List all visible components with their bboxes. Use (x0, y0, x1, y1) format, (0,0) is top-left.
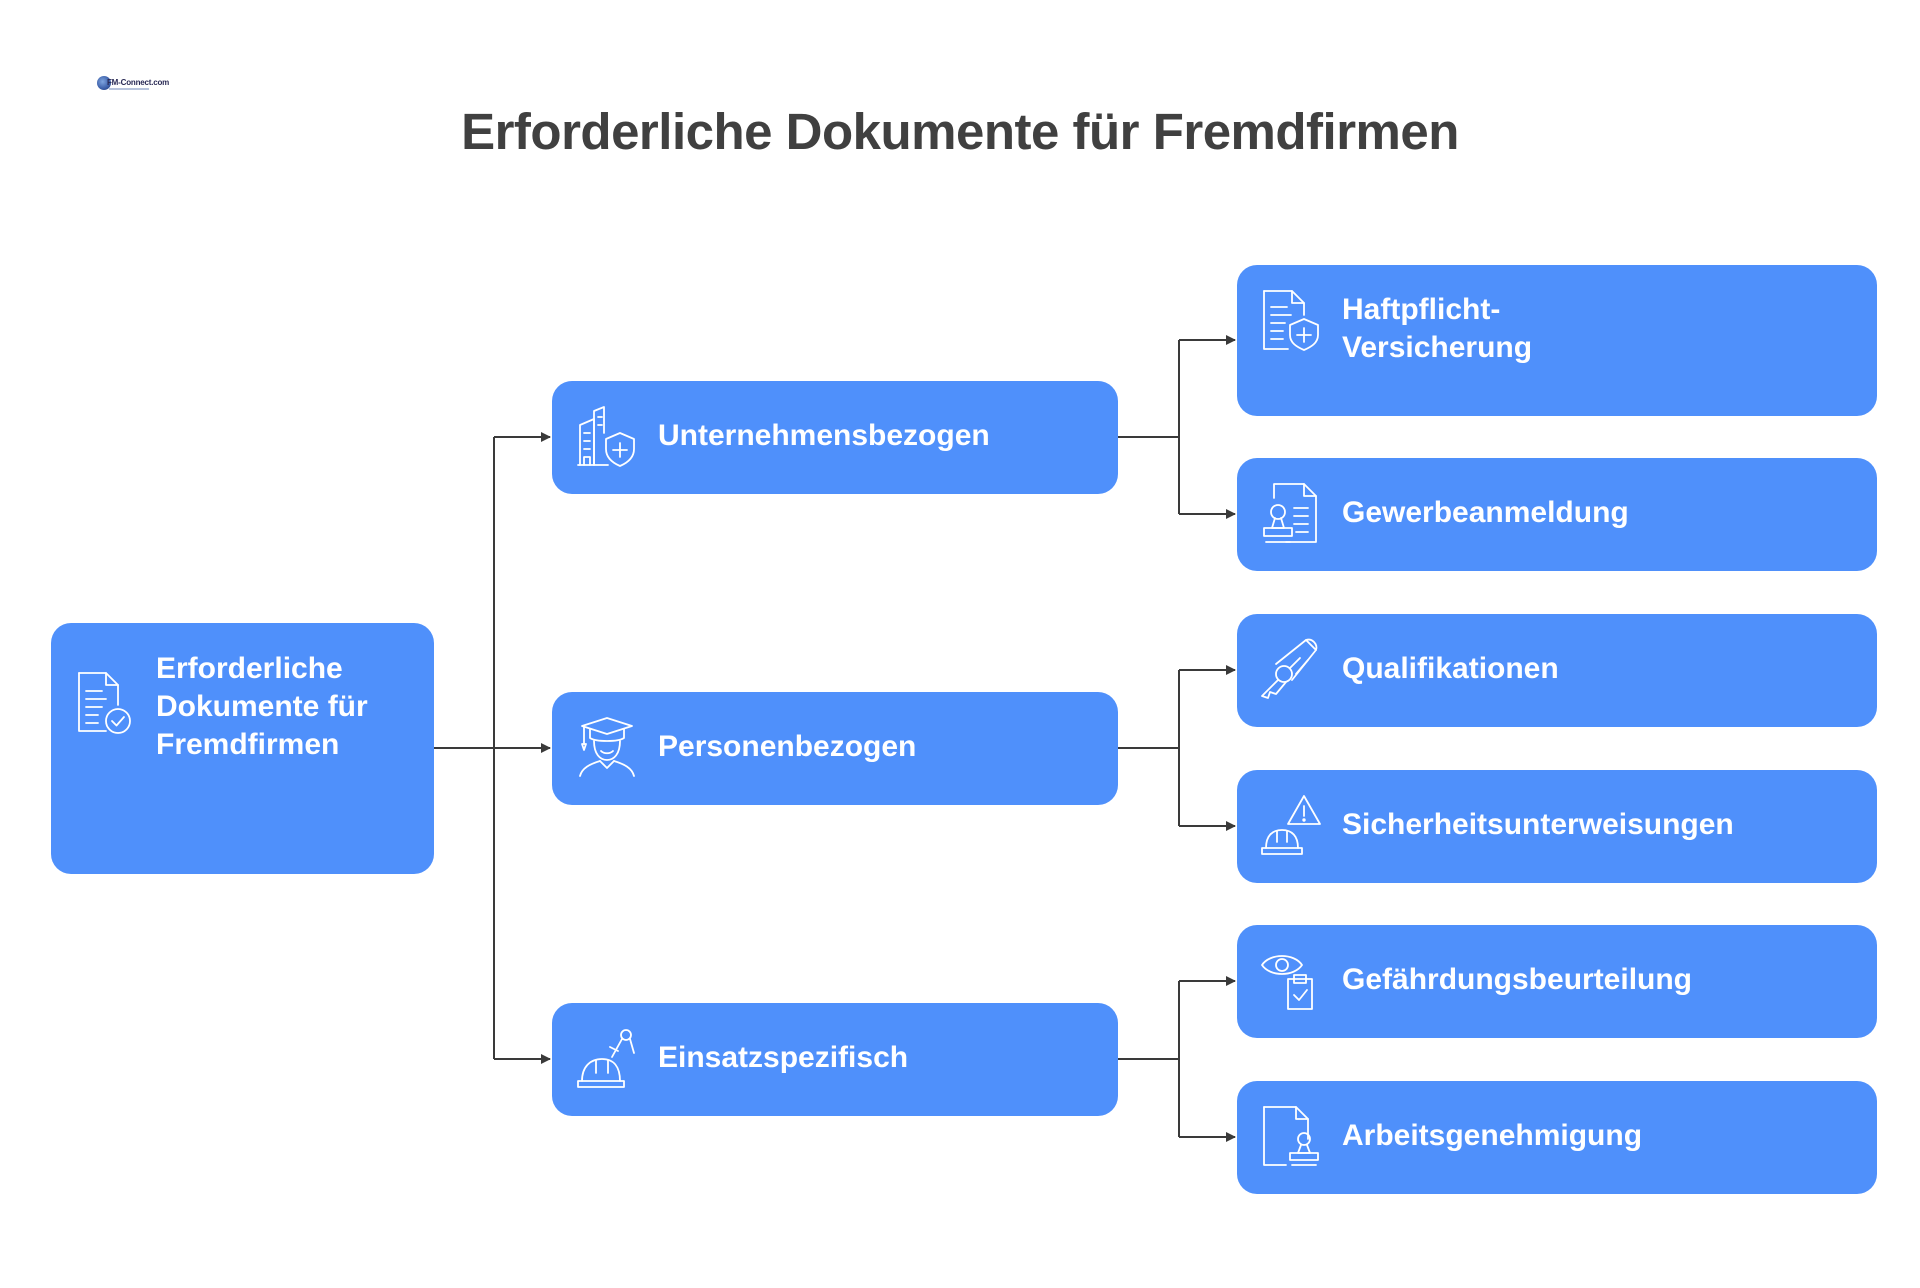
root-node: Erforderliche Dokumente für Fremdfirmen (51, 623, 434, 874)
category-node-personenbezogen: Personenbezogen (552, 692, 1118, 805)
leaf-label: Haftpflicht-Versicherung (1342, 293, 1533, 364)
category-node-unternehmensbezogen: Unternehmensbezogen (552, 381, 1118, 494)
leaf-node-sicherheitsunterweisungen: Sicherheitsunterweisungen (1237, 770, 1877, 883)
graduate-person-icon (574, 714, 640, 780)
logo-text: FM-Connect.com (107, 78, 170, 87)
logo-mark (97, 76, 111, 90)
eye-clipboard-icon (1258, 947, 1324, 1013)
hardhat-tools-icon (574, 1025, 640, 1091)
document-shield-icon (1258, 287, 1324, 353)
leaf-label: Gefährdungsbeurteilung (1342, 963, 1693, 996)
root-label: Erforderliche Dokumente für Fremdfirmen (156, 652, 368, 761)
leaf-node-gefaehrdungsbeurteilung: Gefährdungsbeurteilung (1237, 925, 1877, 1038)
page-title: Erforderliche Dokumente für Fremdfirmen (461, 103, 1459, 160)
leaf-node-haftpflicht-versicherung: Haftpflicht-Versicherung (1237, 265, 1877, 416)
leaf-label: Gewerbeanmeldung (1342, 496, 1629, 529)
leaf-label: Sicherheitsunterweisungen (1342, 808, 1734, 841)
leaf-label: Qualifikationen (1342, 652, 1559, 685)
leaf-label: Arbeitsgenehmigung (1342, 1119, 1643, 1152)
category-label: Unternehmensbezogen (658, 419, 990, 452)
category-label: Einsatzspezifisch (658, 1041, 909, 1074)
leaf-node-arbeitsgenehmigung: Arbeitsgenehmigung (1237, 1081, 1877, 1194)
leaf-node-qualifikationen: Qualifikationen (1237, 614, 1877, 727)
diploma-icon (1258, 636, 1324, 702)
category-label: Personenbezogen (658, 730, 917, 763)
logo-tagline-bar (109, 88, 149, 90)
registration-stamp-icon (1258, 480, 1324, 546)
company-logo: FM-Connect.com (97, 72, 169, 98)
category-node-einsatzspezifisch: Einsatzspezifisch (552, 1003, 1118, 1116)
building-shield-icon (574, 403, 640, 469)
leaf-node-gewerbeanmeldung: Gewerbeanmeldung (1237, 458, 1877, 571)
hardhat-warning-icon (1258, 792, 1324, 858)
document-stamp-icon (1258, 1103, 1324, 1169)
document-check-icon (72, 669, 138, 735)
